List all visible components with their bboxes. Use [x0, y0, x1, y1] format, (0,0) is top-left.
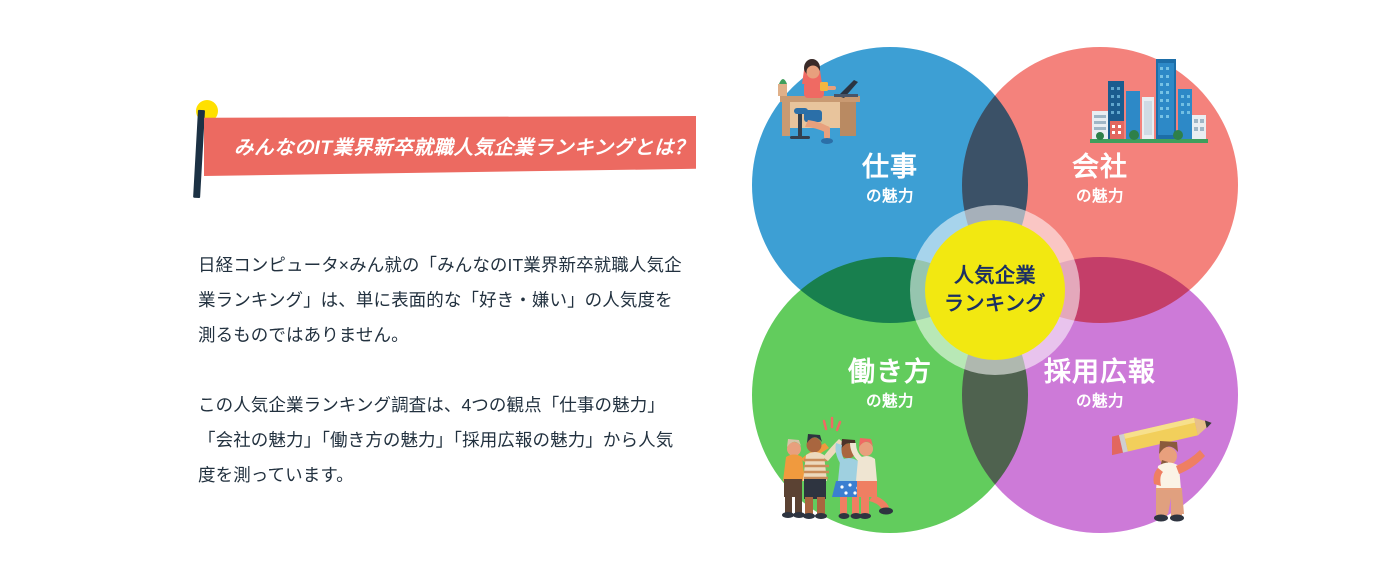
page-title: みんなのIT業界新卒就職人気企業ランキングとは？: [234, 136, 695, 159]
intro-paragraph-2: この人気企業ランキング調査は、4つの観点「仕事の魅力」「会社の魅力」「働き方の魅…: [198, 395, 674, 485]
venn-center-line-1: 人気企業: [954, 265, 1036, 287]
flag-ribbon: みんなのIT業界新卒就職人気企業ランキングとは？: [204, 116, 696, 176]
flag-pole-icon: [193, 109, 205, 199]
venn-center-line-2: ランキング: [944, 293, 1046, 315]
intro-text-column: みんなのIT業界新卒就職人気企業ランキングとは？ 日経コンピュータ×みん就の「み…: [193, 100, 706, 493]
intro-body-copy: 日経コンピュータ×みん就の「みんなのIT業界新卒就職人気企業ランキング」は、単に…: [198, 248, 690, 493]
section-heading-banner: みんなのIT業界新卒就職人気企業ランキングとは？: [193, 100, 706, 200]
city-skyline-icon: [1090, 59, 1208, 143]
intro-paragraph-1: 日経コンピュータ×みん就の「みんなのIT業界新卒就職人気企業ランキング」は、単に…: [198, 255, 682, 345]
person-at-desk-with-laptop-icon: [778, 59, 860, 144]
person-with-pencil-icon: [1112, 417, 1212, 522]
four-attraction-venn-diagram: 人気企業 ランキング 仕事 の魅力 会社 の魅力 働き方 の魅力 採用広報 の魅…: [752, 47, 1238, 533]
team-high-five-icon: [782, 416, 893, 519]
paragraph-spacer: [198, 353, 690, 388]
venn-center-badge: 人気企業 ランキング: [925, 220, 1065, 360]
